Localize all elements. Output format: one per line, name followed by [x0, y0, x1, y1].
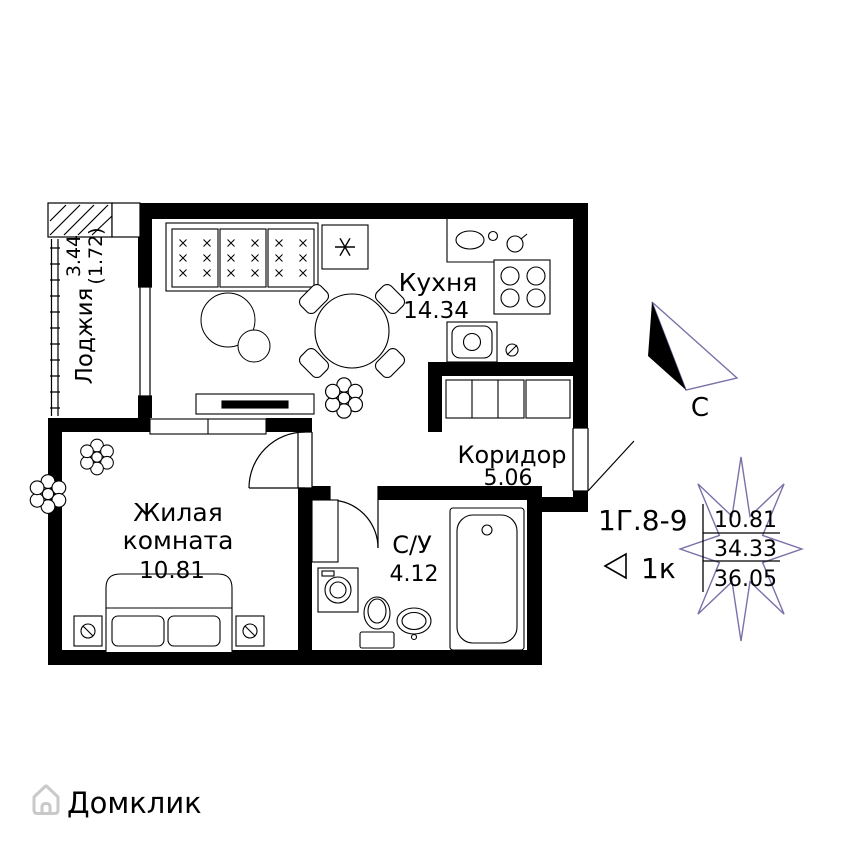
nightstand-right	[235, 615, 265, 647]
tv	[221, 400, 289, 409]
sofa	[165, 222, 319, 292]
chair	[374, 283, 406, 315]
loggia-glazing	[50, 239, 60, 416]
corridor-closets	[445, 379, 571, 419]
entry-door	[572, 427, 635, 492]
wall-top	[135, 203, 588, 219]
bathroom-sink	[396, 607, 432, 641]
nightstand-left	[73, 615, 103, 647]
living-room-label-line1: Жилая	[133, 498, 223, 527]
stove	[493, 259, 551, 315]
chair	[298, 347, 330, 379]
wall-loggia-window-bottom	[138, 396, 152, 418]
openings	[47, 202, 635, 549]
area-table-lines	[702, 504, 780, 592]
furniture	[29, 219, 571, 652]
drain-icon	[481, 524, 493, 536]
triangle-left-icon	[603, 552, 627, 580]
summary-total-area: 36.05	[714, 567, 777, 592]
walls	[48, 203, 588, 665]
loggia-area: 3.44	[63, 235, 85, 277]
kitchen-area: 14.34	[403, 298, 469, 324]
loggia-label: Лоджия	[72, 288, 98, 385]
corridor-label: Коридор	[457, 441, 566, 469]
wall-bathroom-top-right	[378, 486, 542, 500]
bathroom-area: 4.12	[390, 562, 439, 587]
rug	[200, 292, 271, 363]
room-labels: 3.44 (1.72) Лоджия Кухня 14.34 Коридор 5…	[63, 227, 567, 587]
bedroom-door	[248, 431, 313, 489]
wall-bathroom-right	[527, 497, 542, 665]
plant-icon	[80, 438, 114, 476]
door-swing-arc	[329, 499, 379, 549]
wall-loggia-window-top	[138, 219, 152, 287]
area-summary-stamp: 10.81 34.33 36.05	[680, 457, 802, 641]
washing-machine	[317, 567, 359, 613]
summary-living-area: 10.81	[714, 508, 777, 533]
pillow	[111, 615, 165, 647]
wall-bottom	[48, 650, 542, 665]
living-room-label-line2: комната	[123, 526, 234, 555]
kitchen-label: Кухня	[399, 268, 478, 297]
compass-north-label: С	[691, 393, 709, 423]
toilet	[359, 596, 395, 649]
loggia-area-secondary: (1.72)	[85, 227, 107, 284]
chair	[298, 283, 330, 315]
wall-loggia-bottom	[48, 418, 150, 432]
loggia-room-window	[138, 286, 152, 397]
star-stamp-icon	[680, 457, 802, 641]
wall-kitchen-corridor	[428, 362, 573, 376]
loggia-pier	[111, 202, 141, 238]
bathroom-door	[329, 486, 379, 549]
north-arrow-needle	[648, 302, 686, 390]
wall-bedroom-right	[298, 488, 312, 665]
chair	[374, 347, 406, 379]
living-room-area: 10.81	[139, 558, 205, 584]
asterisk-icon	[335, 237, 355, 257]
bathroom-label: С/У	[392, 531, 432, 559]
plant-icon	[324, 377, 364, 419]
corridor-area: 5.06	[484, 466, 533, 491]
wall-bedroom-top-right	[266, 418, 312, 432]
bedroom-wardrobe	[149, 418, 267, 435]
door-swing-arc	[248, 431, 306, 489]
wall-left	[48, 418, 62, 665]
wall-step	[540, 497, 588, 512]
house-icon	[32, 784, 60, 815]
north-arrow-icon: С	[648, 301, 739, 423]
wall-right-upper	[573, 203, 588, 428]
dining-set	[298, 283, 406, 379]
kettle-icon	[506, 233, 528, 253]
watermark-brand: Домклик	[67, 786, 202, 820]
entry-door-leaf	[587, 440, 635, 492]
wall-bathroom-top-left	[312, 486, 330, 500]
dishwasher	[446, 321, 498, 363]
wall-corridor-stub	[428, 362, 442, 432]
unit-annotation: 1Г.8-9 1к	[598, 504, 688, 585]
bed	[105, 573, 233, 652]
summary-apartment-area: 34.33	[714, 537, 777, 562]
unit-type: 1к	[641, 552, 676, 585]
dining-table	[314, 293, 390, 369]
unit-label: 1Г.8-9	[598, 504, 688, 537]
pillow	[167, 615, 221, 647]
asterisk-unit	[321, 224, 369, 270]
tv-stand	[195, 393, 315, 415]
bathroom-cabinet	[311, 499, 339, 563]
kitchen-counter	[446, 219, 551, 363]
diameter-icon	[505, 343, 519, 357]
watermark: Домклик	[32, 784, 202, 820]
kitchen-sink	[455, 230, 485, 250]
bathtub	[449, 507, 525, 651]
